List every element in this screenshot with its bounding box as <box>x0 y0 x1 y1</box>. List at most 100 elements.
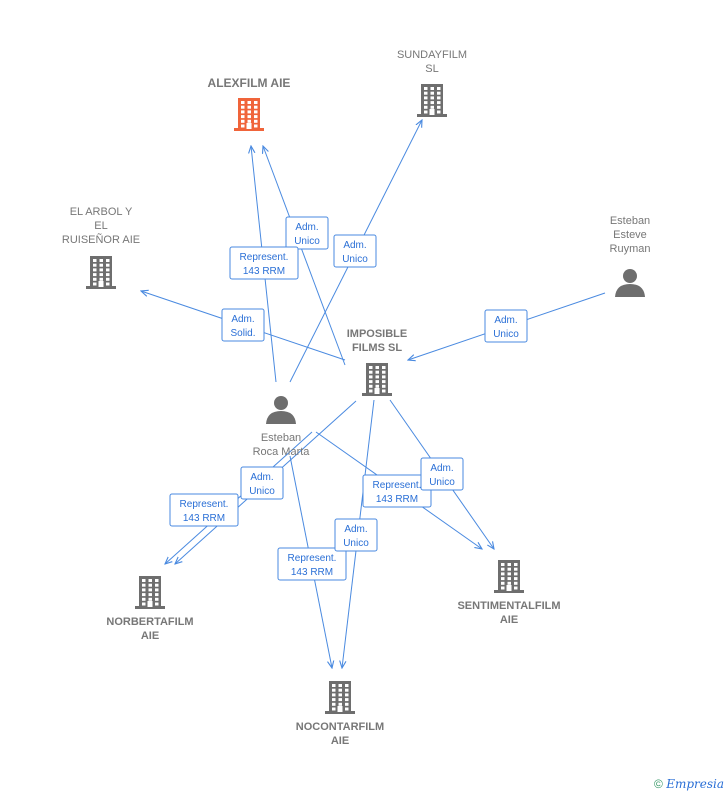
node-nocontarfilm[interactable]: NOCONTARFILM AIE <box>296 681 384 747</box>
building-window <box>430 87 434 90</box>
building-window <box>430 96 434 100</box>
building-window <box>501 581 505 585</box>
edge-label-line: Unico <box>343 538 369 549</box>
building-window <box>106 277 110 281</box>
building-window <box>369 384 373 388</box>
edge-label-box <box>334 518 378 552</box>
edge-label[interactable]: Adm.Unico <box>484 309 528 343</box>
building-window <box>155 593 159 597</box>
building-base <box>417 114 447 117</box>
node-label: IMPOSIBLE <box>347 328 408 340</box>
edge-label-line: 143 RRM <box>243 266 285 277</box>
building-window <box>254 115 258 119</box>
building-base <box>325 711 355 714</box>
node-label: Esteve <box>613 229 647 241</box>
edge-label-line: Adm. <box>295 222 318 233</box>
building-icon <box>325 681 355 714</box>
edge-label-box <box>277 547 347 581</box>
person-body <box>266 411 296 424</box>
building-window <box>424 91 428 95</box>
building-window <box>93 273 97 277</box>
building-window <box>254 119 258 123</box>
edge-label-line: Adm. <box>250 472 273 483</box>
edge-label-line: Adm. <box>344 524 367 535</box>
building-window <box>93 277 97 281</box>
building-window <box>501 586 505 590</box>
building-window <box>501 572 505 576</box>
building-window <box>514 563 518 566</box>
edge-label[interactable]: Represent. 143 RRM <box>229 246 299 280</box>
building-window <box>382 380 386 384</box>
edge-label-box <box>169 493 239 527</box>
edge-label-line: Solid. <box>230 328 255 339</box>
building-window <box>241 101 245 104</box>
building-window <box>345 702 349 706</box>
edge-imposible-to-alexfilm <box>263 146 346 366</box>
building-window <box>382 370 386 374</box>
building-window <box>424 105 428 109</box>
building-icon <box>494 560 524 593</box>
edge-label-box <box>484 309 528 343</box>
building-base <box>494 590 524 593</box>
building-window <box>382 375 386 379</box>
building-window <box>332 693 336 697</box>
edge-label-box <box>285 216 329 250</box>
edge-label-box <box>240 466 284 500</box>
node-label: NORBERTAFILM <box>106 616 193 628</box>
edge-label[interactable]: Represent.143 RRM <box>362 474 432 508</box>
node-alexfilm[interactable]: ALEXFILM AIE <box>208 76 291 131</box>
building-window <box>148 583 152 587</box>
building-window <box>99 273 103 277</box>
edge-label-line: 143 RRM <box>183 513 225 524</box>
building-window <box>369 366 373 369</box>
building-window <box>382 366 386 369</box>
edge-label[interactable]: Adm. Unico <box>334 518 378 552</box>
building-window <box>247 101 251 104</box>
building-base <box>86 286 116 289</box>
node-label: EL <box>94 220 107 232</box>
person-head <box>623 269 637 283</box>
edge-label[interactable]: Adm.Unico <box>285 216 329 250</box>
node-label: NOCONTARFILM <box>296 721 384 733</box>
edge-label-line: Represent. <box>240 252 289 263</box>
building-window <box>241 110 245 114</box>
building-window <box>338 702 342 706</box>
edge-label-line: Unico <box>249 486 275 497</box>
building-window <box>424 96 428 100</box>
building-window <box>155 597 159 601</box>
building-window <box>369 375 373 379</box>
edge-label[interactable]: Represent.143 RRM <box>277 547 347 581</box>
edge-label[interactable]: Adm.Unico <box>420 457 464 491</box>
brand-name[interactable]: Empresia <box>666 777 724 791</box>
building-window <box>424 101 428 105</box>
building-window <box>507 567 511 571</box>
edge-label[interactable]: Adm.Solid. <box>221 308 265 342</box>
building-window <box>155 579 159 582</box>
node-label: SUNDAYFILM <box>397 49 467 61</box>
node-label: AIE <box>331 735 349 747</box>
building-window <box>437 96 441 100</box>
building-window <box>430 101 434 105</box>
edge-label-box <box>221 308 265 342</box>
building-window <box>93 259 97 262</box>
edge-label-line: Unico <box>429 477 455 488</box>
edge-label[interactable]: Adm.Unico <box>333 234 377 268</box>
building-window <box>332 702 336 706</box>
person-body <box>615 284 645 297</box>
building-window <box>501 577 505 581</box>
edge-label[interactable]: Adm. Unico <box>240 466 284 500</box>
building-window <box>507 572 511 576</box>
edge-label-box <box>420 457 464 491</box>
building-window <box>437 105 441 109</box>
building-window <box>254 110 258 114</box>
building-window <box>155 602 159 606</box>
building-window <box>501 567 505 571</box>
edge-label[interactable]: Represent.143 RRM <box>169 493 239 527</box>
